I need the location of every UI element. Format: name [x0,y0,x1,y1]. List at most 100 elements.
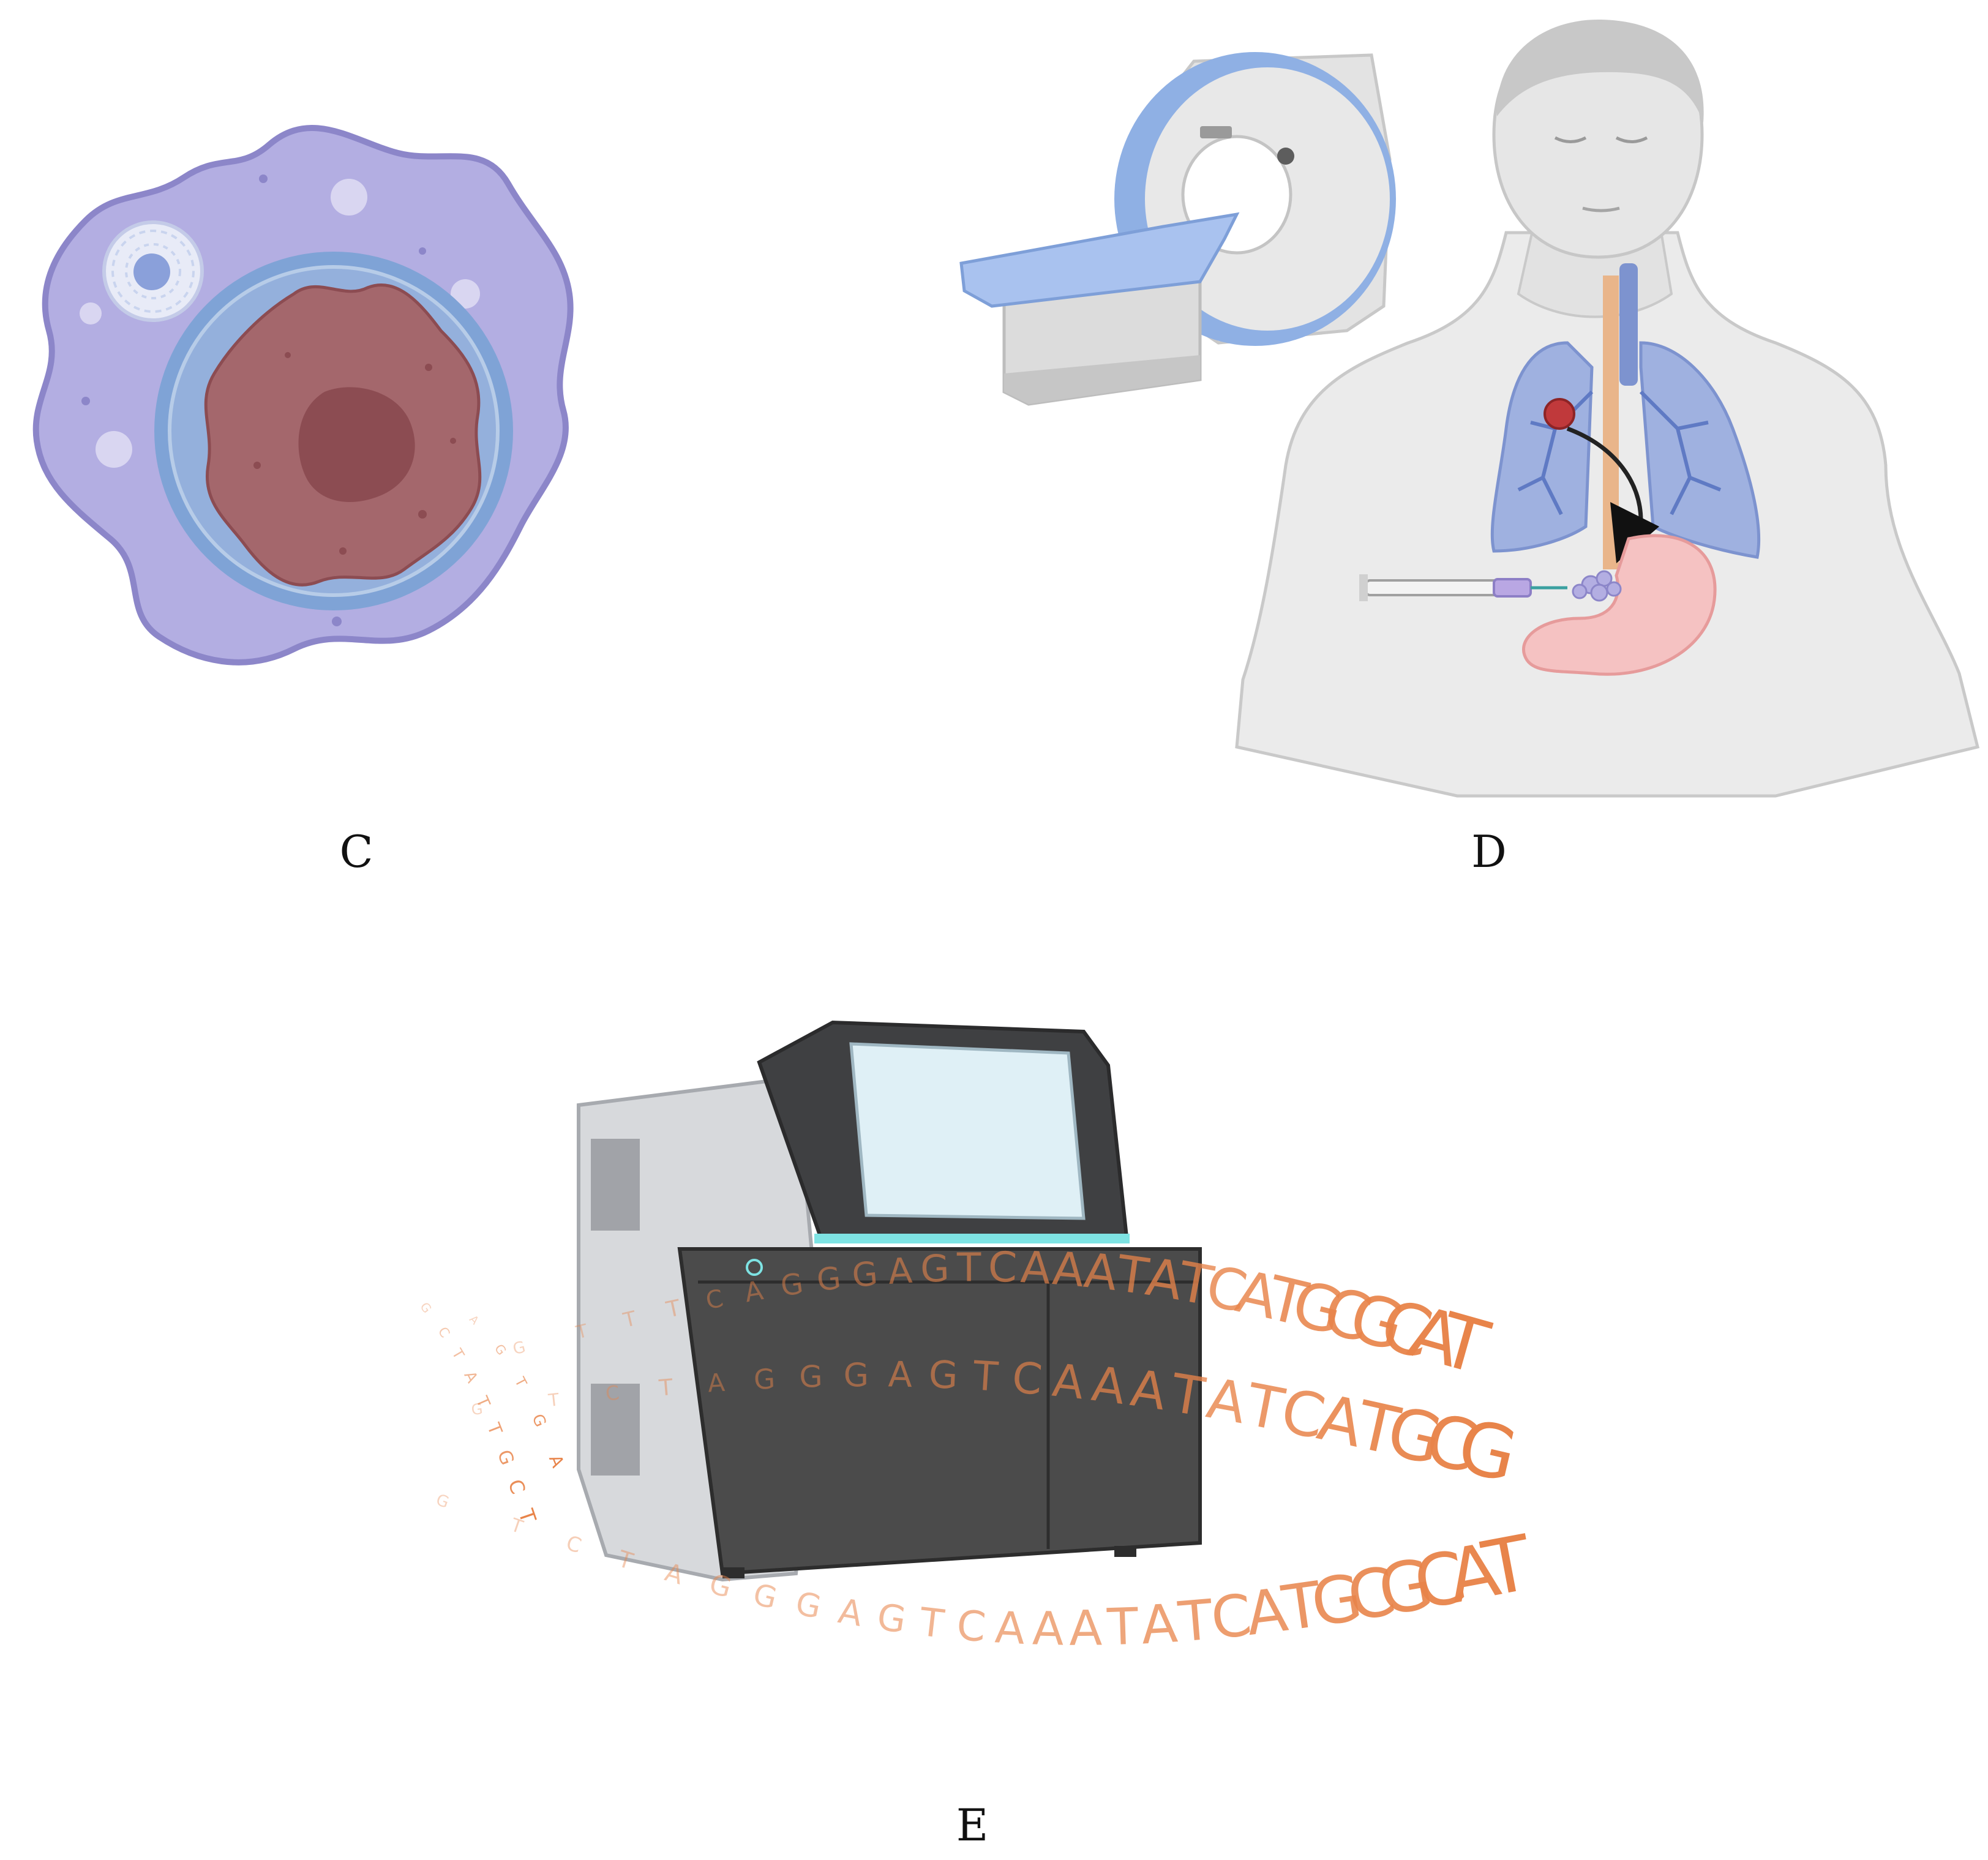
vacuole [331,179,367,216]
stomach [1522,534,1717,676]
foot [1114,1546,1136,1557]
lung-tumor [1544,398,1575,430]
tumor-spot [425,364,432,371]
dna-base-letter: T [511,1374,530,1390]
tumor-nucleolus [298,387,415,502]
dna-base-letter: A [707,1368,726,1398]
dna-base-letter: C [988,1242,1018,1291]
power-button [746,1259,763,1276]
vesicle-pattern [111,230,195,313]
dna-base-letter: A [1051,1242,1086,1297]
panel-label-e: E [956,1799,989,1851]
patient-hair [1496,19,1704,122]
left-lung [1490,341,1594,553]
patient-right-eye [1615,136,1648,143]
vacuole [96,431,132,468]
dna-base-letter: A [835,1591,865,1635]
dna-base-letter: A [1242,1575,1291,1649]
panel-label-d: D [1471,826,1507,877]
vacuole [451,279,480,309]
patient-left-eye [1554,136,1587,143]
dna-base-letter: G [799,1359,823,1395]
dna-base-letter: C [563,1531,584,1558]
panel-c-illustration [32,125,574,666]
tumor-spot [253,462,261,469]
panel-label-c: C [339,826,373,877]
mri-knob [1277,148,1294,165]
bronchi-right [1639,390,1722,516]
dna-base-letter: G [920,1247,950,1291]
dna-base-letter: G [850,1254,879,1295]
syringe-icon [1359,574,1567,601]
dna-base-letter: T [971,1352,1000,1400]
dna-base-letter: A [545,1452,568,1470]
dna-base-letter: A [1032,1601,1064,1656]
dna-base-letter: A [888,1354,913,1395]
dna-base-letter: G [492,1341,509,1358]
patient-mouth [1582,206,1620,212]
organelle-dot [419,247,426,255]
mri-table-bed [959,212,1240,308]
tumor-spot [339,547,347,555]
tumor-cluster [1572,570,1622,602]
dna-base-letter: C [1208,1582,1255,1652]
tumor-spot [418,510,427,519]
tumor-spot [450,438,456,444]
dna-base-letter: A [1089,1356,1128,1416]
mri-table-plinth [1004,355,1200,404]
dna-base-letter: A [1139,1593,1179,1656]
organelle-dot [332,617,342,626]
dna-base-letter: T [956,1245,981,1291]
dna-base-letter: A [1069,1600,1102,1656]
dna-base-letter: C [435,1324,452,1341]
dna-base-letter: A [460,1368,481,1386]
dna-base-letter: G [792,1584,824,1626]
dna-base-letter: A [1019,1242,1052,1294]
organelle-dot [259,174,268,183]
dna-base-letter: A [1127,1359,1169,1422]
dna-base-letter: T [448,1345,468,1362]
tumor-spot [285,352,291,358]
dna-base-letter: C [955,1600,988,1651]
dna-base-letter: T [658,1374,674,1401]
dna-base-letter: G [470,1400,484,1419]
patient-figure [1235,19,1980,798]
vacuole [80,302,102,324]
dna-base-letter: G [433,1491,451,1512]
dna-base-letter: G [750,1577,781,1616]
dna-base-letter: T [1176,1588,1215,1654]
vent-grille [591,1139,640,1231]
dna-base-letter: G [511,1338,528,1359]
dna-base-letter: C [503,1476,530,1497]
touch-screen [849,1042,1086,1220]
arrowhead-icon [1610,502,1659,563]
dna-base-letter: A [887,1250,913,1292]
dna-base-letter: C [1010,1353,1045,1405]
dna-base-letter: T [483,1420,507,1438]
dna-base-letter: A [994,1602,1026,1654]
mri-display [1200,126,1232,138]
cyan-trim [814,1234,1130,1243]
dna-base-letter: G [844,1356,869,1394]
vesicle-pattern [125,243,181,299]
vent-grille [591,1384,640,1476]
dna-base-letter: G [779,1267,806,1303]
organelle-dot [81,397,90,405]
dna-base-letter: G [928,1352,959,1398]
dna-base-letter: A [1050,1354,1087,1410]
dna-base-letter: T [508,1514,526,1539]
dna-base-letter: G [753,1362,776,1396]
dna-base-letter: C [604,1381,620,1406]
trachea [1619,263,1638,386]
right-lung [1639,341,1761,559]
dna-base-letter: G [528,1411,549,1430]
sequencer-machine [577,1020,1202,1582]
dna-base-letter: G [417,1299,435,1316]
dna-base-letter: G [1306,1559,1367,1641]
